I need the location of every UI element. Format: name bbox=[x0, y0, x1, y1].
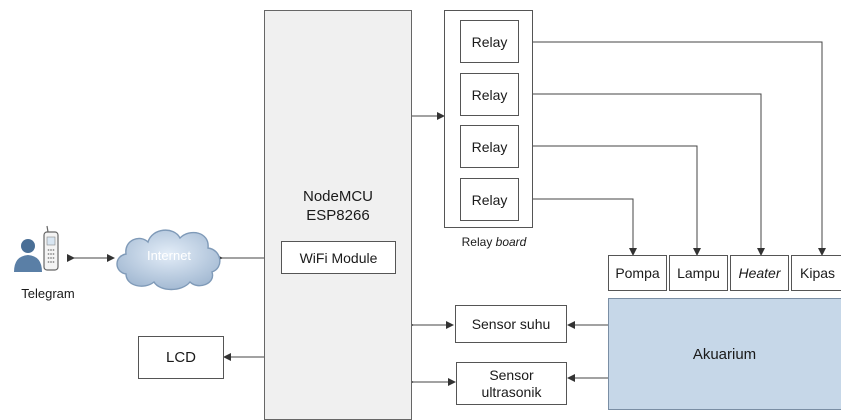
nodemcu-title-line2: ESP8266 bbox=[306, 207, 370, 224]
pompa-box: Pompa bbox=[608, 255, 667, 291]
lampu-box: Lampu bbox=[669, 255, 728, 291]
sensor-ultrasonik-box: Sensor ultrasonik bbox=[456, 362, 567, 405]
sensor-suhu-box: Sensor suhu bbox=[455, 305, 567, 343]
cloud-icon bbox=[116, 229, 221, 291]
sensor-ultrasonik-line2: ultrasonik bbox=[481, 383, 542, 400]
relay1-kipas-link bbox=[518, 41, 826, 256]
relay-board-label: Relay board bbox=[444, 235, 544, 249]
relay-2: Relay bbox=[460, 73, 519, 116]
relay4-pompa-link bbox=[518, 198, 637, 256]
internet-label: Internet bbox=[146, 248, 192, 263]
heater-box: Heater bbox=[730, 255, 789, 291]
relay-board-label-italic: board bbox=[495, 235, 527, 249]
user-phone-icon bbox=[14, 225, 59, 272]
nodemcu-block bbox=[264, 10, 412, 420]
relay2-heater-link bbox=[518, 93, 765, 256]
telegram-label: Telegram bbox=[21, 286, 75, 301]
sensor-ultrasonik-line1: Sensor bbox=[489, 366, 534, 383]
lcd-box: LCD bbox=[138, 336, 224, 379]
relay-3: Relay bbox=[460, 125, 519, 168]
relay-4: Relay bbox=[460, 178, 519, 221]
nodemcu-title: NodeMCU ESP8266 bbox=[264, 187, 412, 225]
kipas-label: Kipas bbox=[800, 265, 836, 281]
wifi-module-box: WiFi Module bbox=[281, 241, 396, 274]
relay3-lampu-link bbox=[518, 145, 701, 256]
akuarium-box: Akuarium bbox=[608, 298, 841, 410]
relay-board-label-prefix: Relay bbox=[461, 235, 496, 249]
relay-1: Relay bbox=[460, 20, 519, 63]
kipas-box: Kipas bbox=[791, 255, 841, 291]
heater-label: Heater bbox=[738, 265, 781, 281]
nodemcu-title-line1: NodeMCU bbox=[302, 188, 374, 205]
